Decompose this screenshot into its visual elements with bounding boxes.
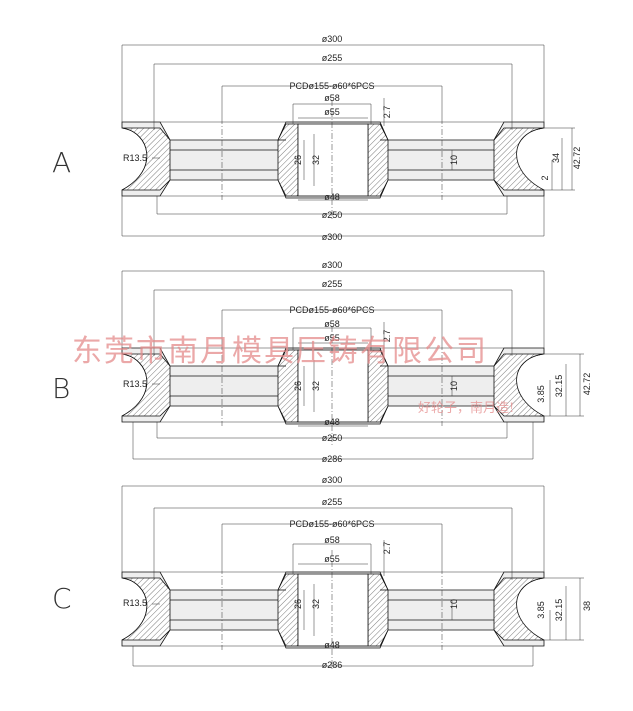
dim-d58: ø58 — [324, 93, 340, 103]
view-label: B — [52, 372, 70, 405]
dim-h32: 32 — [311, 155, 321, 165]
dim-s1: 3.85 — [536, 601, 546, 619]
dim-s3: 42.72 — [572, 147, 582, 170]
dim-d58: ø58 — [324, 535, 340, 545]
dim-s2: 32.15 — [554, 375, 564, 398]
dim-s3: 38 — [582, 601, 592, 611]
dim-d255: ø255 — [322, 53, 343, 63]
dim-d300: ø300 — [322, 260, 343, 270]
dim-h26: 26 — [293, 599, 303, 609]
dim-d-bottom: ø286 — [322, 660, 343, 670]
view-label: A — [52, 146, 71, 179]
dim-s2: 34 — [551, 153, 561, 163]
dim-t10: 10 — [449, 599, 459, 609]
dim-radius: R13.5 — [123, 598, 147, 608]
dim-pcd: PCDø155-ø60*6PCS — [289, 305, 374, 315]
view-b: B ø300 ø255 PCDø155-ø60*6PCS ø58 ø55 2.7… — [52, 260, 592, 464]
dim-h32: 32 — [311, 381, 321, 391]
dim-pcd: PCDø155-ø60*6PCS — [289, 81, 374, 91]
watermark-slogan: 好轮子，南月造! — [418, 400, 514, 416]
dim-d55: ø55 — [324, 554, 340, 564]
dim-pcd: PCDø155-ø60*6PCS — [289, 519, 374, 529]
dim-d255: ø255 — [322, 279, 343, 289]
dim-t27: 2.7 — [382, 330, 392, 343]
dim-d55: ø55 — [324, 107, 340, 117]
view-label: C — [52, 582, 72, 615]
dim-d-bottom: ø286 — [322, 454, 343, 464]
dim-radius: R13.5 — [123, 153, 147, 163]
dim-t10: 10 — [449, 155, 459, 165]
dim-radius: R13.5 — [123, 379, 147, 389]
dim-d300: ø300 — [322, 34, 343, 44]
dim-s3: 42.72 — [582, 373, 592, 396]
dim-d250: ø250 — [322, 210, 343, 220]
dim-d55: ø55 — [324, 333, 340, 343]
dim-d300: ø300 — [322, 475, 343, 485]
dim-d58: ø58 — [324, 319, 340, 329]
dim-h26: 26 — [293, 381, 303, 391]
dim-d48: ø48 — [324, 417, 340, 427]
dim-d-bottom: ø300 — [322, 232, 343, 242]
dim-d48: ø48 — [324, 640, 340, 650]
view-c: C ø300 ø255 PCDø155-ø60*6PCS ø58 ø55 2.7… — [52, 475, 592, 671]
dim-h26: 26 — [293, 155, 303, 165]
dim-s2: 32.15 — [554, 599, 564, 622]
dim-d255: ø255 — [322, 497, 343, 507]
dim-d250: ø250 — [322, 433, 343, 443]
watermark-company: 东莞市南月模具压铸有限公司 — [72, 334, 488, 369]
dim-h32: 32 — [311, 599, 321, 609]
dim-d48: ø48 — [324, 192, 340, 202]
dim-t27: 2.7 — [382, 542, 392, 555]
dim-t10: 10 — [449, 381, 459, 391]
dim-s1: 2 — [540, 175, 550, 180]
dim-t27: 2.7 — [382, 106, 392, 119]
dim-s1: 3.85 — [536, 385, 546, 403]
view-a: A ø300 ø255 PCDø155-ø60*6PCS ø58 ø55 2.7… — [52, 34, 582, 242]
